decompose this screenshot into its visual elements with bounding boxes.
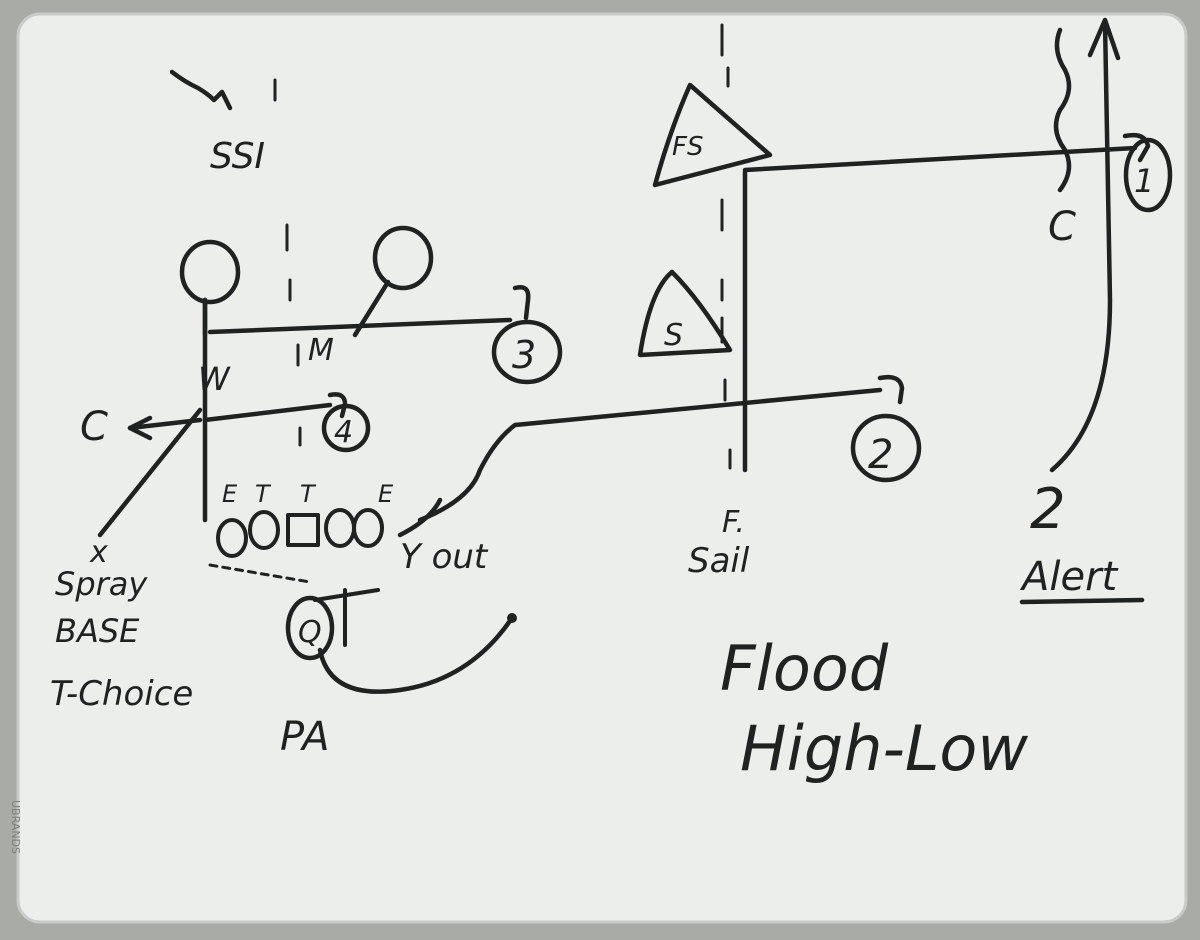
defender-circle-right [372, 225, 434, 291]
qb-label: Q [298, 615, 322, 650]
route-1-hook [1122, 132, 1151, 163]
receiver-2-label: 2 [868, 432, 893, 478]
note-base: BASE [55, 612, 140, 650]
ol-label-e-left: E [222, 480, 238, 508]
routes [97, 17, 1151, 694]
route-1-line [742, 145, 1138, 173]
alert-arrow [1087, 17, 1121, 61]
play-title-line1: Flood [720, 632, 889, 705]
will-label: W [198, 360, 231, 398]
corner-left-arrowhead [127, 415, 153, 441]
hash-marks [273, 23, 732, 470]
spray-line [97, 407, 203, 538]
alert-label: Alert [1019, 554, 1119, 600]
qb-handoff-dashed [208, 563, 312, 584]
receiver-4: 4 [321, 403, 371, 453]
route-4-line [202, 402, 333, 423]
y-out-label: Y out [400, 537, 489, 577]
alert-start-mark: 2 [1030, 477, 1066, 542]
receiver-3: 3 [491, 319, 563, 385]
pa-route [317, 615, 515, 694]
offensive-line [216, 508, 384, 558]
corner-right-squiggle [1053, 27, 1072, 193]
ol-label-t-right: T [300, 480, 317, 508]
ssi-squiggle [169, 69, 233, 111]
board-surface [16, 12, 1188, 924]
receiver-1: 1 [1123, 137, 1173, 213]
corner-left-arrow-line [127, 417, 203, 431]
play-title-line2: High-Low [740, 712, 1028, 785]
receiver-1-label: 1 [1134, 162, 1154, 200]
receiver-3-label: 3 [512, 333, 536, 377]
defender-strong-safety: S [637, 269, 733, 358]
corner-left-label: C [80, 404, 108, 450]
route-2-hook [877, 374, 905, 405]
route-2-line [417, 387, 883, 523]
receiver-4-label: 4 [334, 415, 353, 450]
defender-free-safety: FS [652, 82, 773, 188]
y-out-route [397, 497, 443, 538]
alert-route [1049, 19, 1113, 473]
receiver-2: 2 [850, 413, 922, 483]
sail-label: Sail [688, 541, 750, 581]
note-t-choice: T-Choice [50, 674, 193, 714]
ssi-label: SSI [210, 136, 265, 177]
corner-right-label: C [1048, 204, 1076, 250]
alert-underline [1019, 597, 1145, 605]
note-spray: Spray [55, 565, 148, 603]
route-3-hook [512, 285, 531, 321]
spray-x-mark: x [89, 535, 108, 570]
strong-safety-label: S [664, 318, 683, 353]
free-safety-label: FS [672, 132, 703, 162]
brand-label: UBRANDS [9, 800, 22, 854]
defender-circle-left [179, 239, 241, 305]
pa-label: PA [280, 714, 330, 760]
mike-label: M [308, 333, 334, 368]
ol-label-e-right: E [378, 480, 394, 508]
ol-label-t-left: T [255, 480, 272, 508]
quarterback: Q [285, 588, 380, 661]
f-label: F. [722, 505, 745, 540]
pa-endpoint-dot [507, 613, 517, 623]
top-circles [179, 225, 434, 338]
